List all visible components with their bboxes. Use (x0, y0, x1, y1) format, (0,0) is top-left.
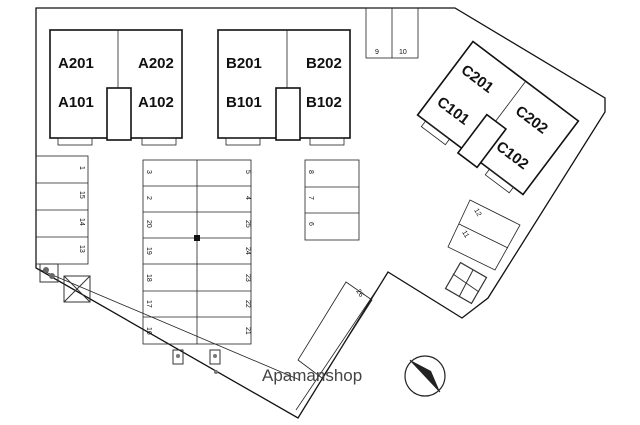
inner-boundary-line-2 (295, 281, 383, 411)
parking-east: 12 11 (447, 199, 521, 271)
space-7: 7 (307, 196, 314, 200)
parking-top: 9 10 (365, 7, 419, 59)
trash-station-left (39, 263, 91, 303)
space-17: 17 (145, 300, 152, 308)
unit-b202: B202 (306, 55, 342, 72)
space-11: 11 (460, 230, 470, 240)
space-18: 18 (145, 274, 152, 282)
space-15: 15 (78, 191, 85, 199)
parking-right-small: 8 7 6 (304, 159, 360, 241)
space-16: 16 (145, 327, 152, 335)
unit-a102: A102 (138, 94, 174, 111)
unit-a202: A202 (138, 55, 174, 72)
space-25: 25 (244, 220, 251, 228)
space-1: 1 (78, 166, 85, 170)
inner-boundary-line (35, 267, 301, 381)
space-21: 21 (244, 327, 251, 335)
space-20: 20 (145, 220, 152, 228)
space-10: 10 (399, 49, 407, 56)
space-12: 12 (472, 208, 482, 218)
space-6: 6 (307, 222, 314, 226)
space-19: 19 (145, 247, 152, 255)
compass-icon (404, 355, 446, 397)
parking-center: 3 2 20 19 18 17 16 5 4 25 24 23 22 21 (142, 159, 252, 345)
site-boundary (35, 7, 606, 419)
parking-diagonal: 26 (297, 281, 373, 379)
building-b: B201 B202 B101 B102 (217, 29, 351, 146)
space-26: 26 (354, 288, 364, 298)
space-4: 4 (244, 196, 251, 200)
gate-posts (172, 349, 221, 374)
building-a: A201 A202 A101 A102 (49, 29, 183, 146)
space-23: 23 (244, 274, 251, 282)
space-24: 24 (244, 247, 251, 255)
unit-b201: B201 (226, 55, 262, 72)
space-5: 5 (244, 170, 251, 174)
unit-a201: A201 (58, 55, 94, 72)
space-14: 14 (78, 218, 85, 226)
unit-b101: B101 (226, 94, 262, 111)
unit-b102: B102 (306, 94, 342, 111)
unit-a101: A101 (58, 94, 94, 111)
building-c: C201 C202 C101 C102 (416, 40, 580, 196)
trash-station-right (444, 261, 488, 305)
watermark: Apamanshop (262, 366, 362, 385)
space-2: 2 (145, 196, 152, 200)
space-9: 9 (375, 49, 379, 56)
parking-left-column: 1 15 14 13 (35, 155, 89, 265)
space-8: 8 (307, 170, 314, 174)
space-13: 13 (78, 245, 85, 253)
space-3: 3 (145, 170, 152, 174)
space-22: 22 (244, 300, 251, 308)
